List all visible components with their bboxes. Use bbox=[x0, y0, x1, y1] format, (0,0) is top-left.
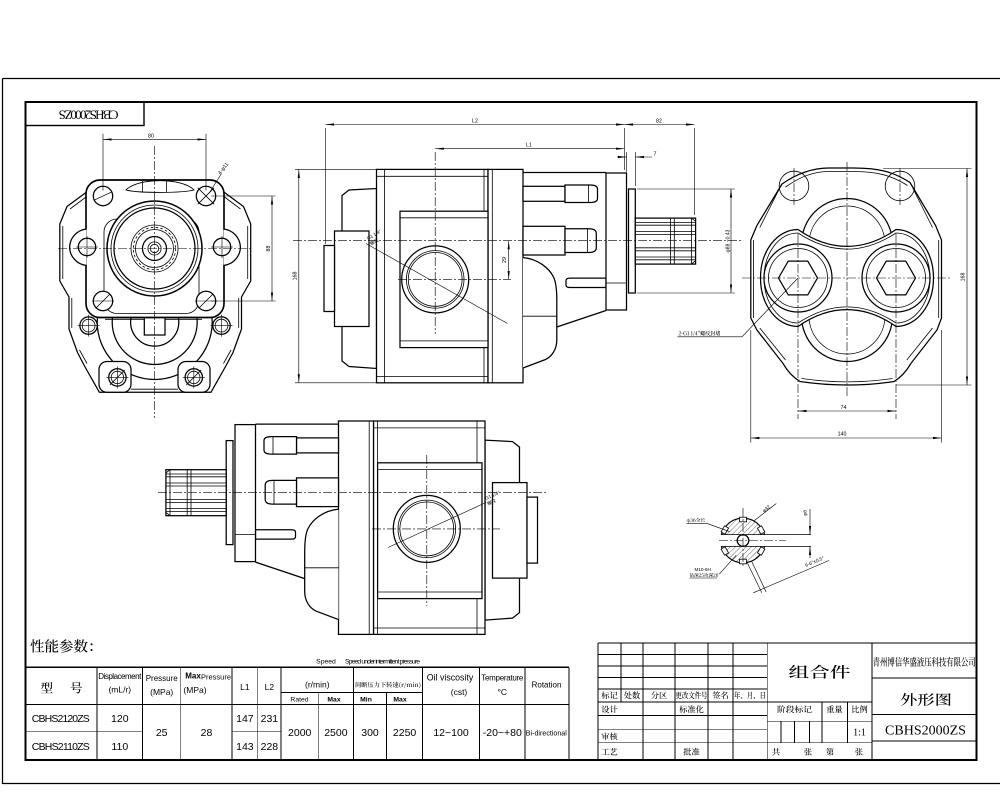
svg-text:(r/min): (r/min) bbox=[305, 680, 330, 690]
svg-text:CBHS2000ZS: CBHS2000ZS bbox=[59, 108, 119, 123]
svg-text:CBHS2000ZS: CBHS2000ZS bbox=[885, 724, 966, 739]
svg-text:120: 120 bbox=[111, 713, 129, 725]
svg-text:147: 147 bbox=[236, 713, 254, 725]
svg-text:CBHS2120ZS: CBHS2120ZS bbox=[32, 713, 90, 725]
svg-text:7: 7 bbox=[654, 152, 657, 158]
svg-text:231: 231 bbox=[261, 713, 279, 725]
svg-text:25: 25 bbox=[156, 727, 168, 739]
svg-text:228: 228 bbox=[261, 741, 279, 753]
svg-text:Rated: Rated bbox=[290, 697, 308, 704]
svg-text:4-φ11: 4-φ11 bbox=[217, 162, 230, 176]
svg-text:1:1: 1:1 bbox=[853, 728, 866, 739]
svg-text:Pressure: Pressure bbox=[201, 673, 231, 682]
svg-text:Pressure: Pressure bbox=[146, 674, 179, 683]
svg-text:L2: L2 bbox=[472, 118, 478, 124]
svg-text:φ88 −0.43: φ88 −0.43 bbox=[726, 229, 732, 252]
svg-text:CBHS2110ZS: CBHS2110ZS bbox=[32, 741, 90, 753]
svg-text:Max: Max bbox=[393, 697, 406, 704]
svg-text:143: 143 bbox=[236, 741, 254, 753]
svg-text:Speed under intermittent press: Speed under intermittent pressure bbox=[345, 659, 420, 666]
svg-text:28: 28 bbox=[201, 727, 213, 739]
svg-text:M10-6H: M10-6H bbox=[695, 567, 711, 572]
svg-text:300: 300 bbox=[361, 727, 379, 739]
svg-text:168: 168 bbox=[961, 273, 967, 282]
svg-text:(MPa): (MPa) bbox=[183, 685, 206, 695]
svg-text:L1: L1 bbox=[526, 143, 532, 149]
svg-text:G1 1/4″: G1 1/4″ bbox=[484, 490, 500, 501]
svg-text:80: 80 bbox=[148, 133, 154, 139]
svg-text:2500: 2500 bbox=[324, 727, 348, 739]
svg-text:168: 168 bbox=[292, 272, 298, 281]
svg-text:12~100: 12~100 bbox=[433, 727, 468, 739]
svg-text:L1: L1 bbox=[240, 682, 250, 692]
svg-text:110: 110 bbox=[111, 741, 128, 753]
svg-text:Bi-directional: Bi-directional bbox=[526, 731, 567, 738]
svg-text:(MPa): (MPa) bbox=[150, 687, 173, 697]
svg-text:Min: Min bbox=[360, 697, 372, 704]
svg-text:82: 82 bbox=[656, 118, 662, 124]
svg-text:Oil viscosity: Oil viscosity bbox=[427, 673, 474, 683]
svg-text:Displacement: Displacement bbox=[98, 672, 142, 681]
svg-text:88: 88 bbox=[266, 246, 272, 252]
svg-text:Rotation: Rotation bbox=[532, 681, 562, 690]
svg-text:140: 140 bbox=[838, 432, 847, 438]
svg-text:(cst): (cst) bbox=[451, 687, 468, 697]
svg-text:φ8: φ8 bbox=[803, 510, 809, 516]
svg-text:Max: Max bbox=[185, 672, 201, 681]
svg-text:Speed: Speed bbox=[316, 659, 336, 666]
svg-text:Temperature: Temperature bbox=[481, 674, 524, 683]
svg-text:74: 74 bbox=[841, 405, 847, 411]
svg-text:2250: 2250 bbox=[393, 727, 417, 739]
svg-text:29: 29 bbox=[502, 257, 508, 263]
svg-text:2000: 2000 bbox=[288, 727, 312, 739]
svg-text:φ32: φ32 bbox=[762, 504, 773, 514]
svg-text:-20~+80: -20~+80 bbox=[483, 727, 522, 739]
svg-text:(mL/r): (mL/r) bbox=[108, 685, 131, 695]
svg-text:°C: °C bbox=[498, 687, 508, 697]
svg-text:Max: Max bbox=[327, 697, 340, 704]
svg-text:L2: L2 bbox=[265, 682, 275, 692]
